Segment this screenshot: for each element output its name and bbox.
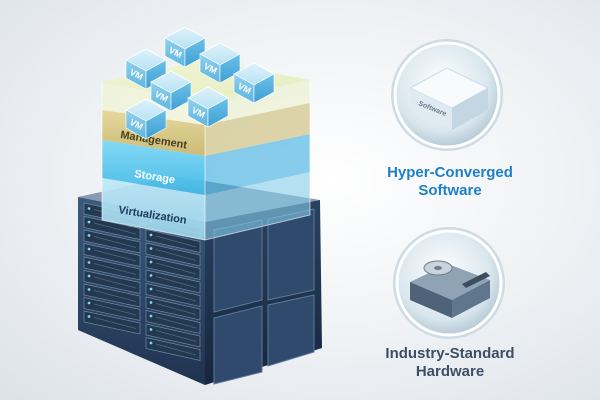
rack-unit [83, 256, 141, 281]
rack-unit [145, 229, 201, 253]
software-badge: Software [391, 39, 503, 151]
ish-title-line1: Industry-Standard [385, 345, 515, 362]
rack-unit [145, 337, 201, 361]
software-box-side [452, 88, 488, 130]
vm-cube: VM [233, 62, 275, 104]
rack-unit [145, 323, 201, 348]
vm-cube: VM [199, 42, 241, 84]
server-rack [78, 176, 322, 385]
rack-unit [145, 283, 201, 307]
rack-unit [83, 216, 141, 240]
software-stack: Management Storage Virtualization [101, 60, 311, 241]
virtualization-layer-side [205, 172, 310, 240]
hardware-drive [462, 272, 490, 288]
rack-unit [83, 229, 141, 254]
rack-door-3 [213, 305, 263, 385]
stack-glass-side [205, 80, 310, 125]
rack-unit [83, 283, 141, 308]
rack-unit [83, 243, 141, 267]
rack-server-units [83, 202, 201, 361]
storage-layer-front [102, 140, 205, 195]
rack-door-4 [267, 294, 315, 367]
vm-cube: VM [125, 98, 167, 140]
rack-unit [83, 270, 141, 294]
hardware-chassis-front [410, 282, 452, 318]
hyper-converged-software-title: Hyper-Converged Software [365, 164, 535, 200]
vm-cube: VM [150, 70, 192, 112]
hcs-title-line2: Software [418, 182, 482, 199]
rack-unit [83, 297, 141, 321]
vm-cube: VM [187, 86, 229, 128]
rack-unit [83, 310, 141, 335]
rack-unit [145, 256, 201, 280]
vm-cube: VM [164, 26, 206, 68]
hardware-badge [393, 227, 505, 339]
rack-unit [145, 310, 201, 334]
software-box-front [410, 88, 452, 130]
rack-unit [145, 269, 201, 294]
management-layer-side [205, 103, 310, 156]
ish-title-line2: Hardware [415, 363, 485, 380]
storage-layer-side [205, 134, 310, 195]
hcs-title-line1: Hyper-Converged [387, 164, 513, 181]
rack-unit [145, 242, 201, 267]
industry-standard-hardware-title: Industry-Standard Hardware [360, 345, 540, 381]
rack-unit [145, 296, 201, 321]
hardware-chassis-side [452, 280, 490, 318]
